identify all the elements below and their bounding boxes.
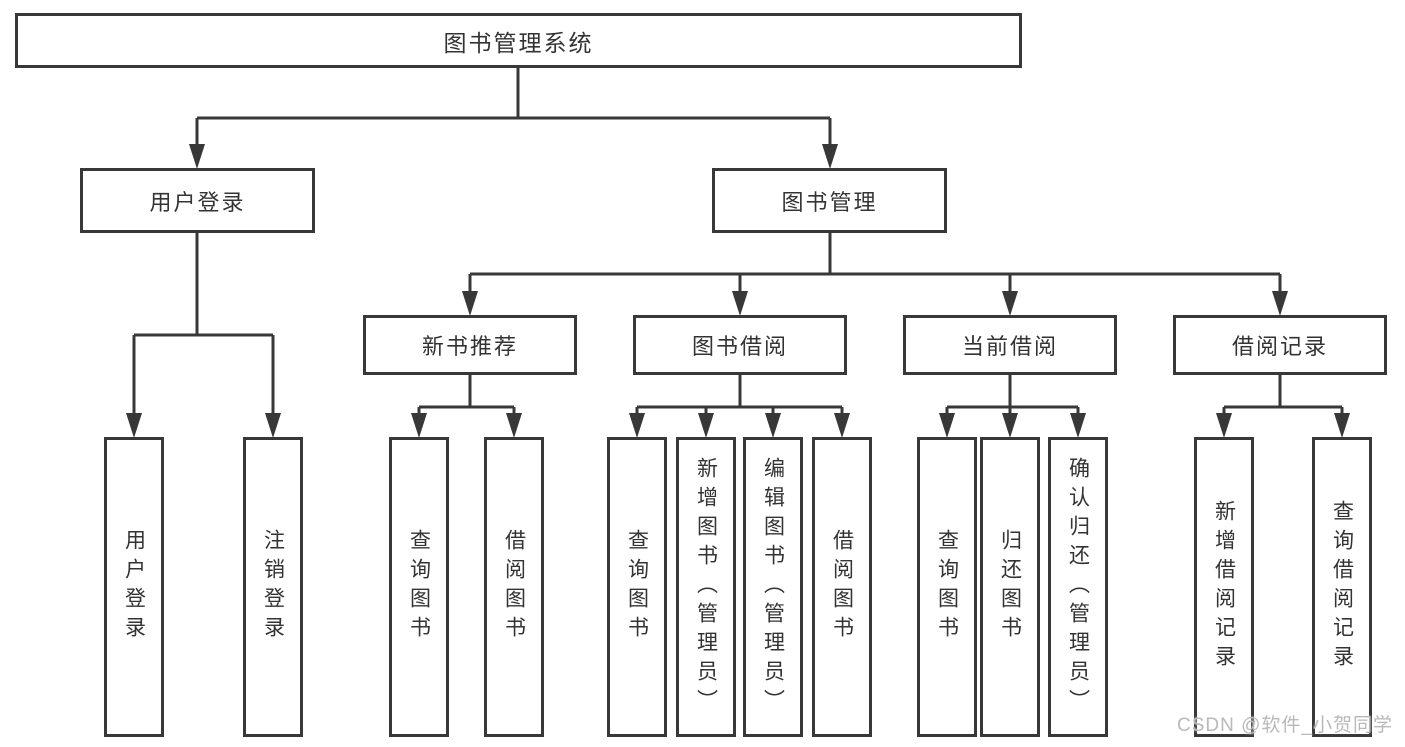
node-new-book-recommend-label: 新书推荐 bbox=[421, 334, 518, 359]
node-user-login: 用户登录 bbox=[80, 168, 315, 233]
leaf-borrow-borrow-books: 借阅图书 bbox=[812, 437, 872, 737]
leaf-records-query-record: 查询借阅记录 bbox=[1312, 437, 1372, 737]
leaf-newbook-query-books-label: 查询图书 bbox=[407, 529, 431, 645]
leaf-current-return-books-label: 归还图书 bbox=[998, 529, 1022, 645]
leaf-newbook-borrow-books: 借阅图书 bbox=[484, 437, 544, 737]
leaf-borrow-edit-book-admin-label: 编辑图书（管理员） bbox=[761, 456, 785, 718]
node-current-borrow-label: 当前借阅 bbox=[961, 334, 1058, 359]
node-library-system-label: 图书管理系统 bbox=[443, 29, 594, 56]
leaf-current-query-books-label: 查询图书 bbox=[935, 529, 959, 645]
leaf-borrow-query-books-label: 查询图书 bbox=[625, 529, 649, 645]
leaf-newbook-query-books: 查询图书 bbox=[389, 437, 449, 737]
leaf-records-add-record-label: 新增借阅记录 bbox=[1212, 500, 1236, 674]
leaf-borrow-edit-book-admin: 编辑图书（管理员） bbox=[743, 437, 803, 737]
leaf-borrow-query-books: 查询图书 bbox=[607, 437, 667, 737]
leaf-records-query-record-label: 查询借阅记录 bbox=[1330, 500, 1354, 674]
leaf-borrow-borrow-books-label: 借阅图书 bbox=[830, 529, 854, 645]
node-current-borrow: 当前借阅 bbox=[903, 315, 1117, 375]
leaf-current-return-books: 归还图书 bbox=[980, 437, 1040, 737]
node-borrow-records: 借阅记录 bbox=[1173, 315, 1387, 375]
node-user-login-label: 用户登录 bbox=[149, 189, 246, 215]
node-book-borrow: 图书借阅 bbox=[633, 315, 847, 375]
leaf-records-add-record: 新增借阅记录 bbox=[1194, 437, 1254, 737]
node-book-management-label: 图书管理 bbox=[781, 189, 878, 215]
node-library-system: 图书管理系统 bbox=[15, 13, 1022, 68]
leaf-current-confirm-return-admin-label: 确认归还（管理员） bbox=[1066, 456, 1090, 718]
leaf-borrow-add-book-admin: 新增图书（管理员） bbox=[676, 437, 736, 737]
csdn-watermark: CSDN @软件_小贺同学 bbox=[1177, 715, 1393, 736]
leaf-current-confirm-return-admin: 确认归还（管理员） bbox=[1048, 437, 1108, 737]
leaf-logout-label: 注销登录 bbox=[261, 529, 285, 645]
leaf-current-query-books: 查询图书 bbox=[917, 437, 977, 737]
leaf-borrow-add-book-admin-label: 新增图书（管理员） bbox=[694, 456, 718, 718]
node-borrow-records-label: 借阅记录 bbox=[1231, 334, 1328, 359]
leaf-logout: 注销登录 bbox=[243, 437, 303, 737]
leaf-user-login: 用户登录 bbox=[104, 437, 164, 737]
leaf-user-login-label: 用户登录 bbox=[122, 529, 146, 645]
node-book-borrow-label: 图书借阅 bbox=[691, 334, 788, 359]
node-book-management: 图书管理 bbox=[712, 168, 947, 233]
node-new-book-recommend: 新书推荐 bbox=[363, 315, 577, 375]
leaf-newbook-borrow-books-label: 借阅图书 bbox=[502, 529, 526, 645]
